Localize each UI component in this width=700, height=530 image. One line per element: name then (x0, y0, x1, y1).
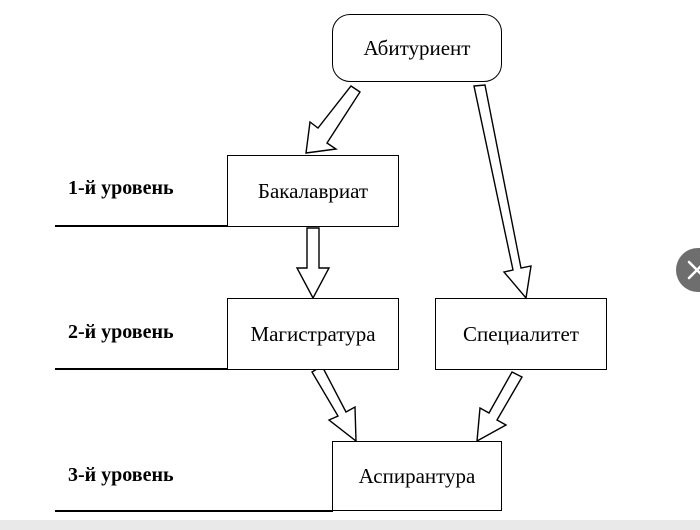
level-2-label: 2-й уровень (68, 321, 174, 343)
arrow-applicant-to-specialist (473, 84, 532, 300)
level-1-label: 1-й уровень (68, 177, 174, 199)
node-bachelor: Бакалавриат (227, 155, 399, 227)
level-3-line (55, 510, 333, 512)
level-1-line (55, 225, 228, 227)
arrow-master-to-postgraduate (311, 365, 357, 443)
arrow-specialist-to-postgraduate (476, 371, 523, 443)
arrow-bachelor-to-master (295, 227, 331, 300)
level-3-label: 3-й уровень (68, 464, 174, 486)
close-icon (687, 260, 700, 280)
arrow-applicant-to-bachelor (305, 85, 361, 154)
node-master: Магистратура (227, 298, 399, 370)
level-2-line (55, 368, 228, 370)
node-applicant: Абитуриент (332, 14, 502, 82)
bottom-strip (0, 520, 700, 530)
node-postgraduate: Аспирантура (332, 441, 502, 511)
node-specialist: Специалитет (435, 298, 607, 370)
